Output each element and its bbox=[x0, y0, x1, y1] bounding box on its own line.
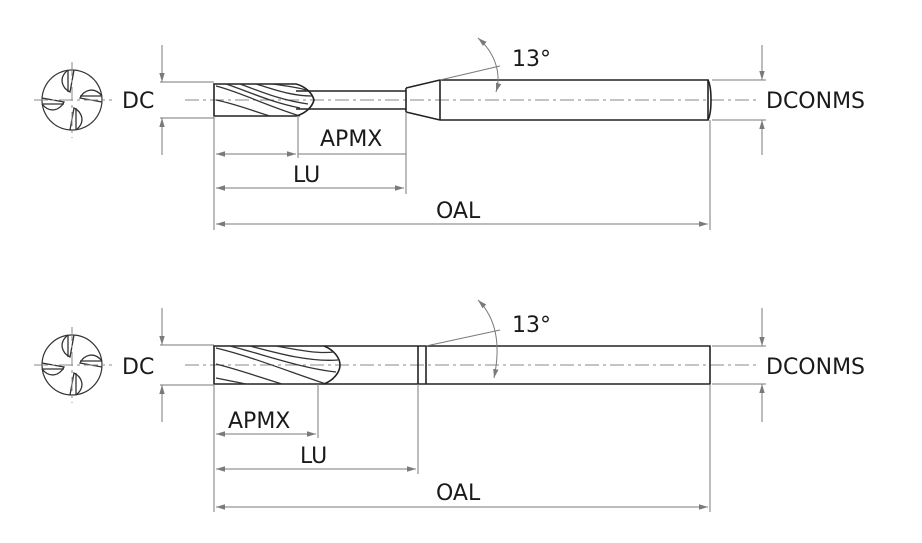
top-apmx-dimension: APMX bbox=[216, 127, 406, 157]
bottom-angle-label: 13° bbox=[512, 313, 551, 338]
top-lu-dimension: LU bbox=[216, 163, 404, 191]
bottom-dconms-label: DCONMS bbox=[766, 355, 865, 380]
top-lu-label: LU bbox=[293, 163, 320, 188]
bottom-dc-dimension: DC bbox=[122, 308, 214, 422]
bottom-dconms-dimension: DCONMS bbox=[712, 308, 865, 422]
bottom-angle-dimension: 13° bbox=[425, 299, 551, 379]
top-tool-body bbox=[185, 79, 760, 121]
top-dconms-dimension: DCONMS bbox=[712, 45, 865, 155]
top-dconms-label: DCONMS bbox=[766, 89, 865, 114]
top-tool-view: DC 13° bbox=[34, 37, 865, 230]
bottom-dc-label: DC bbox=[122, 355, 154, 380]
bottom-oal-dimension: OAL bbox=[216, 481, 708, 510]
bottom-lu-label: LU bbox=[300, 444, 327, 469]
top-dc-label: DC bbox=[122, 89, 154, 114]
bottom-tool-body bbox=[185, 345, 760, 385]
top-dc-dimension: DC bbox=[122, 45, 214, 155]
top-angle-dimension: 13° bbox=[439, 37, 551, 93]
top-apmx-label: APMX bbox=[320, 127, 382, 152]
top-end-view-icon bbox=[34, 62, 112, 138]
top-oal-dimension: OAL bbox=[216, 199, 708, 227]
bottom-apmx-dimension: APMX bbox=[216, 409, 316, 437]
bottom-lu-dimension: LU bbox=[216, 444, 416, 472]
bottom-end-view-icon bbox=[34, 327, 112, 403]
top-angle-label: 13° bbox=[512, 47, 551, 72]
top-oal-label: OAL bbox=[436, 199, 481, 224]
bottom-oal-label: OAL bbox=[436, 481, 481, 506]
bottom-apmx-label: APMX bbox=[228, 409, 290, 434]
bottom-tool-view: DC 13° bbox=[34, 299, 865, 512]
